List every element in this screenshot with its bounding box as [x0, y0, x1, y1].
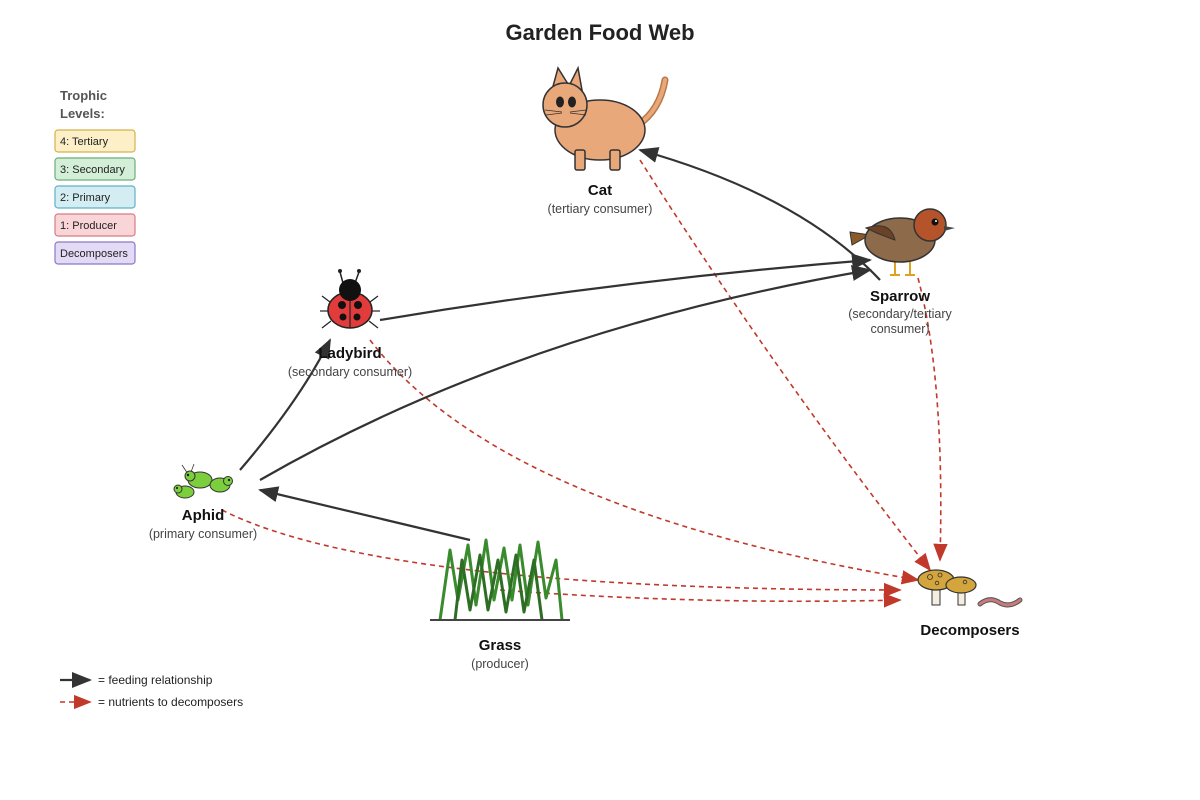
ladybird-icon	[320, 269, 380, 329]
nutrient-arrows	[221, 159, 948, 608]
sparrow-role-line1: (secondary/tertiary	[848, 307, 952, 321]
legend-item-label: 3: Secondary	[60, 164, 125, 176]
grass-label: Grass	[479, 637, 522, 654]
legend-item: 3: Secondary	[54, 157, 136, 181]
nutrient-arrow-aphid	[221, 509, 902, 598]
aphid-role: (primary consumer)	[149, 527, 257, 541]
organism-cat: Cat (tertiary consumer)	[542, 65, 669, 216]
trophic-legend: Trophic Levels: 4: Tertiary 3: Secondary 2…	[54, 88, 136, 265]
nutrient-arrow-cat	[639, 159, 932, 572]
legend-item-label: 4: Tertiary	[60, 136, 109, 148]
ladybird-role: (secondary consumer)	[288, 365, 412, 379]
sparrow-label: Sparrow	[870, 288, 930, 305]
legend-title-line2: Levels:	[60, 106, 105, 121]
feeding-arrows	[239, 147, 881, 542]
cat-label: Cat	[588, 182, 612, 199]
legend-title-line1: Trophic	[60, 88, 107, 103]
organism-ladybird: Ladybird (secondary consumer)	[288, 269, 412, 379]
organism-sparrow: Sparrow (secondary/tertiary consumer)	[848, 208, 955, 336]
legend-item-label: 2: Primary	[60, 192, 111, 204]
legend-item-label: Decomposers	[60, 248, 128, 260]
decomposers-label: Decomposers	[920, 622, 1019, 639]
legend-item: Decomposers	[54, 241, 136, 265]
legend-item: 4: Tertiary	[54, 129, 136, 153]
feeding-arrow-sparrow-cat	[638, 147, 881, 281]
legend-swatch	[54, 213, 136, 237]
mushroom-worm-icon	[917, 569, 1023, 608]
cat-icon	[542, 65, 669, 171]
legend-swatch	[54, 185, 136, 209]
arrow-key: = feeding relationship = nutrients to de…	[60, 672, 243, 710]
legend-item-label: 1: Producer	[60, 220, 117, 232]
aphid-label: Aphid	[182, 507, 225, 524]
nutrient-arrow-sparrow	[917, 277, 948, 562]
organism-grass: Grass (producer)	[430, 538, 570, 671]
legend-swatch	[54, 129, 136, 153]
cat-role: (tertiary consumer)	[548, 202, 653, 216]
grass-icon	[430, 538, 570, 621]
aphid-icon	[173, 463, 233, 499]
legend-swatch	[54, 241, 136, 265]
feeding-key-label: = feeding relationship	[98, 673, 213, 687]
nutrient-arrow-ladybird	[369, 339, 920, 585]
legend-swatch	[54, 157, 136, 181]
feeding-arrow-ladybird-sparrow	[379, 253, 872, 322]
nutrient-arrow-grass	[499, 589, 902, 608]
ladybird-label: Ladybird	[318, 345, 381, 362]
feeding-arrow-aphid-ladybird	[239, 338, 331, 471]
legend-item: 1: Producer	[54, 213, 136, 237]
sparrow-icon	[849, 208, 955, 276]
grass-role: (producer)	[471, 657, 529, 671]
nutrient-key-label: = nutrients to decomposers	[98, 695, 243, 709]
sparrow-role-line2: consumer)	[870, 322, 929, 336]
page-title: Garden Food Web	[505, 20, 694, 45]
organism-aphid: Aphid (primary consumer)	[149, 463, 257, 541]
legend-item: 2: Primary	[54, 185, 136, 209]
organism-decomposers: Decomposers	[917, 569, 1023, 639]
feeding-arrow-aphid-sparrow	[259, 265, 872, 481]
feeding-arrow-grass-aphid	[258, 486, 471, 542]
